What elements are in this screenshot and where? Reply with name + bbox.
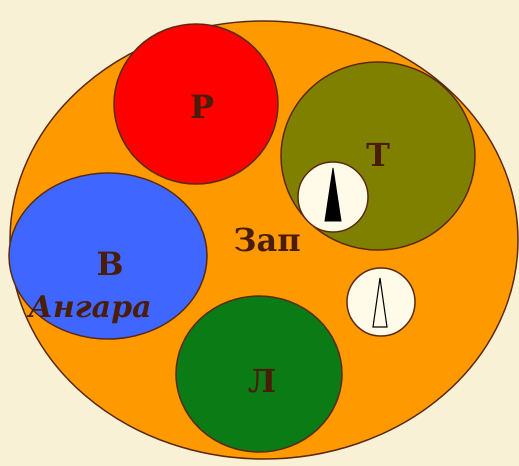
outer-region-label: Зап — [233, 221, 300, 259]
circle-t-label: Т — [366, 136, 390, 174]
circle-r — [113, 23, 279, 185]
circle-v-sublabel: Ангара — [26, 290, 151, 325]
circle-v-label: В — [96, 245, 123, 283]
circle-v — [8, 172, 208, 340]
needle-outline-icon — [372, 277, 388, 328]
needle-filled-icon — [324, 167, 342, 222]
circle-l-label: Л — [248, 362, 276, 400]
circle-r-label: Р — [190, 88, 214, 126]
circle-l — [175, 295, 343, 453]
